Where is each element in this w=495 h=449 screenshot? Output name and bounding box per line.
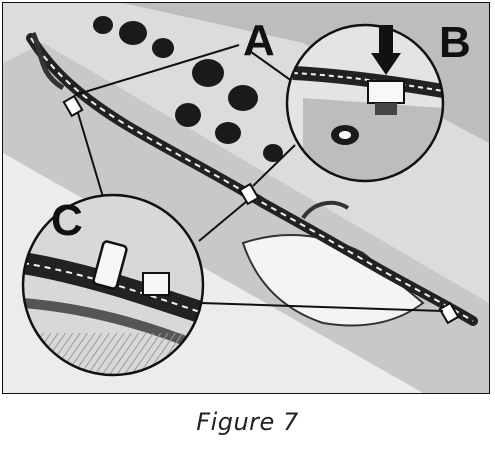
inset-c <box>21 193 205 377</box>
down-arrow-icon <box>371 25 401 75</box>
inset-a-b <box>285 23 445 183</box>
figure-illustration: A B C <box>2 2 490 394</box>
harness-branch <box>30 31 65 91</box>
harness-branch-2 <box>301 200 350 220</box>
harness-clip-lower <box>438 301 460 325</box>
figure-caption: Figure 7 <box>196 408 299 436</box>
floor-opening <box>241 234 425 327</box>
wiring-harness-illustration: A B C <box>3 3 489 393</box>
harness-clip-upper <box>62 94 84 118</box>
callout-label-b: B <box>439 18 471 67</box>
callout-label-a: A <box>243 16 275 65</box>
harness-clip-middle <box>238 182 260 206</box>
callout-label-c: C <box>51 196 83 245</box>
harness-highlight <box>30 37 474 322</box>
panel-holes <box>93 16 283 162</box>
